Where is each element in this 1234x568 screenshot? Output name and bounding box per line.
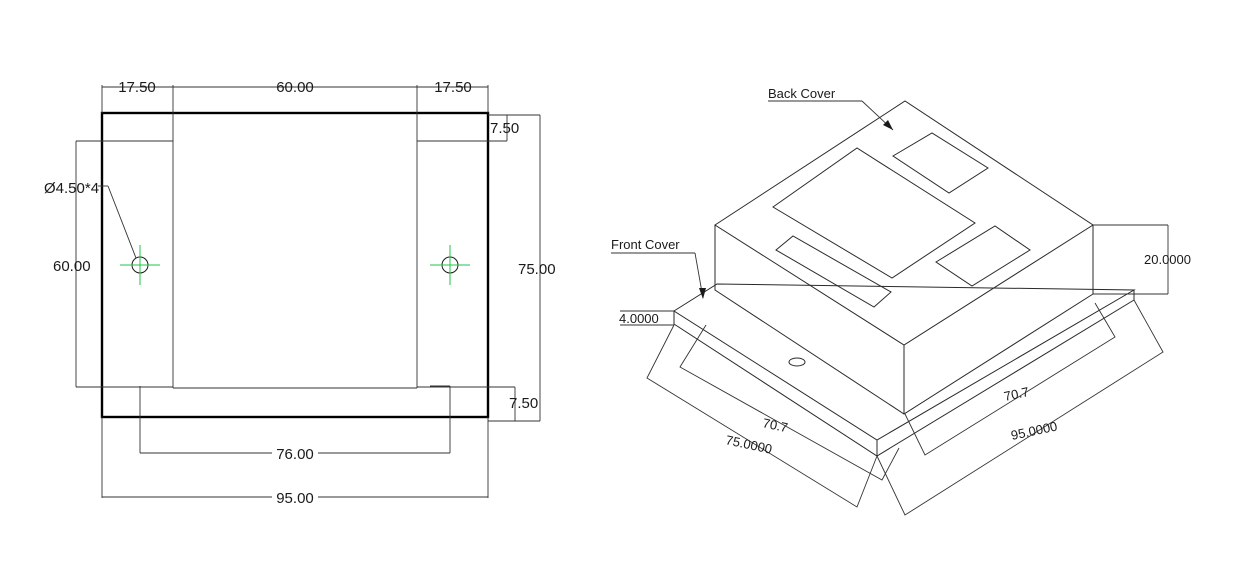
right-outer-dim <box>876 299 1164 516</box>
dim-right-outer: 95.0000 <box>1010 418 1059 442</box>
label-back-cover: Back Cover <box>768 86 836 101</box>
dim-top-inset: 7.50 <box>490 120 519 137</box>
front-cover-arrow <box>699 288 706 299</box>
base-hole <box>788 357 806 367</box>
box-top <box>714 100 1094 346</box>
dim-base-thickness: 4.0000 <box>619 311 659 326</box>
left-inner-dim <box>679 324 900 481</box>
dim-left-margin: 17.50 <box>118 79 156 96</box>
panel-small-back <box>892 132 989 194</box>
dim-left-outer: 75.0000 <box>724 432 773 456</box>
iso-view: Back Cover Front Cover 20.0000 4.0000 70… <box>611 86 1191 516</box>
panel-slot <box>775 235 892 308</box>
label-front-cover: Front Cover <box>611 237 680 252</box>
panel-small-front <box>935 225 1031 287</box>
dim-right-margin: 17.50 <box>434 79 472 96</box>
dim-height: 20.0000 <box>1144 252 1191 267</box>
dim-left-inner: 70.7 <box>761 415 789 435</box>
dim-bottom-inset: 7.50 <box>509 395 538 412</box>
panel-large <box>772 147 976 279</box>
label-mask <box>272 488 318 504</box>
hole-right <box>430 245 470 285</box>
dim-total-width: 95.00 <box>276 490 314 507</box>
top-view: 17.50 60.00 17.50 7.50 75.00 7.50 60.00 … <box>44 79 556 507</box>
dim-inner-height: 60.00 <box>53 258 91 275</box>
dim-right-inner: 70.7 <box>1003 384 1031 404</box>
dim-total-height: 75.00 <box>518 261 556 278</box>
top-view-outline <box>100 111 490 419</box>
dim-hole-spacing: 76.00 <box>276 446 314 463</box>
label-mask <box>272 444 318 460</box>
hole-left <box>120 245 160 285</box>
callout-leader <box>107 185 137 259</box>
dim-center-width: 60.00 <box>276 79 314 96</box>
right-inner-dim <box>904 302 1116 456</box>
left-outer-dim <box>646 324 878 508</box>
dim-hole-callout: Ø4.50*4 <box>44 180 99 197</box>
back-cover-arrow <box>883 120 893 130</box>
